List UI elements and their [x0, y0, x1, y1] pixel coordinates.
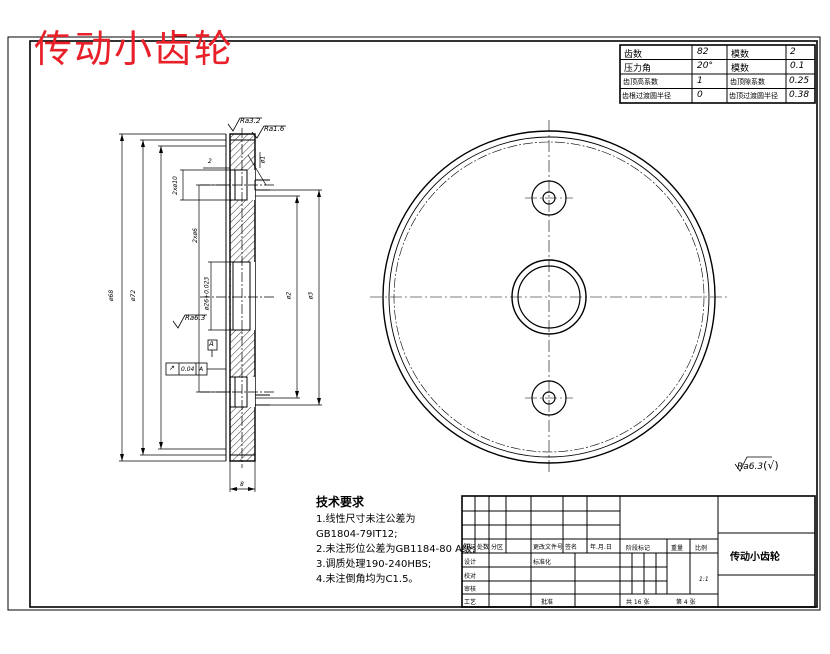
tech-req-heading: 技术要求	[316, 495, 365, 509]
roughness-left: Ra6.3	[185, 314, 206, 322]
tb-mark: 标记	[464, 544, 477, 551]
roughness-top-1: Ra3.2	[240, 117, 261, 125]
dim-d1: ø1	[259, 155, 267, 164]
front-view	[370, 120, 772, 474]
param-value: 82	[697, 47, 709, 57]
param-value: 0	[697, 90, 703, 100]
param-value: 1	[697, 76, 703, 86]
title-block-part-name: 传动小齿轮	[730, 552, 780, 563]
tb-review: 审核	[464, 586, 477, 593]
tb-count: 处数	[477, 544, 490, 551]
tb-scale-value: 1:1	[699, 576, 709, 583]
param-label: 齿数	[624, 50, 643, 60]
tech-req-item: 3.调质处理190-240HBS;	[316, 559, 432, 570]
tb-total-pages: 共 16 张	[626, 599, 650, 606]
tolerance-datum: A	[199, 366, 204, 373]
tb-stage-mark: 阶段标记	[626, 545, 651, 552]
default-roughness-value: Ra6.3	[737, 462, 764, 472]
tb-approve: 批准	[541, 599, 554, 606]
dim-width: 8	[240, 481, 244, 488]
params-table-grid	[619, 44, 816, 104]
dim-d-inner1: ø2	[285, 291, 293, 300]
tech-req-item: 4.未注倒角均为C1.5。	[316, 574, 419, 585]
param-label: 压力角	[624, 64, 652, 74]
section-view	[119, 117, 322, 492]
default-roughness: Ra6.3(√)	[737, 459, 779, 472]
dim-hole-small: 2xø10	[171, 176, 179, 195]
tb-sign: 签名	[565, 544, 578, 551]
tb-date: 年.月.日	[590, 544, 612, 551]
tech-req-item: GB1804-79IT12;	[316, 529, 398, 540]
dim-outer2: ø72	[130, 289, 138, 302]
tb-weight: 重量	[671, 545, 684, 552]
tech-req-item: 1.线性尺寸未注公差为	[316, 514, 416, 525]
roughness-top-2: Ra1.6	[264, 125, 285, 133]
title-block-grid	[461, 495, 816, 608]
drawing-title: 传动小齿轮	[34, 27, 235, 71]
tb-zone: 分区	[491, 544, 504, 551]
param-value: 2	[790, 47, 796, 57]
param-label: 齿根过渡圆半径	[622, 92, 671, 100]
param-value: 20°	[697, 61, 713, 71]
dim-outer1: ø68	[108, 289, 116, 302]
param-value: 0.1	[790, 61, 805, 71]
tolerance-symbol: ↗	[169, 364, 175, 372]
dim-bore: ø26+0.023	[203, 276, 211, 311]
param-label: 模数	[731, 50, 750, 60]
datum-label: A	[209, 340, 214, 348]
tb-craft: 工艺	[464, 599, 477, 606]
tb-change-doc: 更改文件号	[533, 544, 564, 551]
tb-scale: 比例	[695, 545, 708, 552]
param-label: 齿顶高系数	[623, 78, 658, 86]
inner-frame	[29, 40, 818, 608]
tech-req-item: 2.未注形位公差为GB1184-80 A级;	[316, 544, 476, 555]
outer-border	[7, 36, 821, 611]
param-value: 0.25	[789, 76, 810, 86]
tb-design: 设计	[464, 559, 477, 566]
default-roughness-suffix: (√)	[763, 459, 779, 472]
param-label: 模数	[731, 64, 750, 74]
param-label: 齿顶隙系数	[730, 78, 765, 86]
param-label: 齿顶过渡圆半径	[729, 92, 778, 100]
tb-page: 第 4 张	[676, 599, 696, 606]
param-value: 0.38	[789, 90, 810, 100]
dim-d-inner2: ø3	[307, 291, 315, 300]
tb-check: 校对	[464, 573, 477, 580]
dim-hole-pitch: 2xø6	[191, 228, 199, 243]
tolerance-value: 0.04	[181, 366, 195, 373]
dim-z: 2	[208, 158, 212, 165]
tb-standard: 标准化	[533, 559, 552, 566]
technical-requirements: 技术要求 1.线性尺寸未注公差为 GB1804-79IT12; 2.未注形位公差…	[316, 495, 475, 587]
